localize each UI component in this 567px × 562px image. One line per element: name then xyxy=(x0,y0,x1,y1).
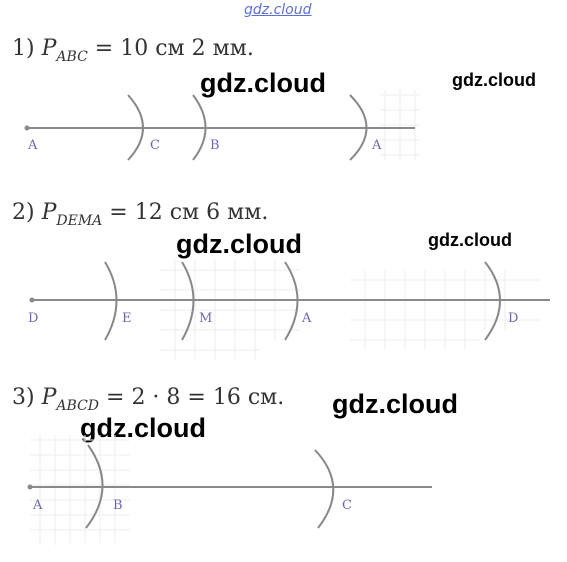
site-watermark-top: gdz.cloud xyxy=(244,2,312,18)
compass-arc xyxy=(192,94,207,161)
compass-arc xyxy=(314,449,335,529)
point-label: B xyxy=(210,138,220,153)
compass-arc xyxy=(484,261,501,341)
point-label: C xyxy=(150,138,160,153)
perimeter-symbol: P xyxy=(41,200,57,225)
problem-1-drawing: A C B A xyxy=(24,94,415,161)
problem-2-equation: = 12 см 6 мм. xyxy=(109,200,269,225)
watermark: gdz.cloud xyxy=(80,413,206,443)
watermark: gdz.cloud xyxy=(428,230,512,250)
point-label: B xyxy=(113,498,123,513)
compass-arc xyxy=(104,261,118,341)
watermark: gdz.cloud xyxy=(452,70,536,90)
problem-1-formula: 1) PABC = 10 см 2 мм. xyxy=(12,36,254,65)
point-label: A xyxy=(371,138,382,153)
point-label: A xyxy=(32,498,43,513)
problem-2-formula: 2) PDEMA = 12 см 6 мм. xyxy=(12,200,268,229)
problem-3-number: 3) xyxy=(12,385,35,410)
problem-2-number: 2) xyxy=(12,200,35,225)
problem-3-drawing: A B C xyxy=(27,444,432,529)
compass-arc xyxy=(349,94,368,161)
watermark: gdz.cloud xyxy=(332,389,458,419)
perimeter-subscript: ABCD xyxy=(56,398,100,414)
problem-3-equation: = 2 · 8 = 16 см. xyxy=(106,385,285,410)
problem-3-formula: 3) PABCD = 2 · 8 = 16 см. xyxy=(12,385,284,414)
compass-arc xyxy=(181,261,195,341)
point-dot xyxy=(27,484,33,490)
problem-1-equation: = 10 см 2 мм. xyxy=(94,36,254,61)
compass-arc xyxy=(284,261,299,341)
watermark: gdz.cloud xyxy=(200,68,326,98)
point-label: E xyxy=(122,311,132,326)
problem-1-number: 1) xyxy=(12,36,35,61)
grid-patches xyxy=(30,90,540,545)
point-label: M xyxy=(199,311,212,326)
point-dot xyxy=(24,125,30,131)
perimeter-subscript: ABC xyxy=(56,49,88,65)
point-label: D xyxy=(28,311,38,326)
compass-arc xyxy=(127,94,144,161)
point-label: A xyxy=(301,311,312,326)
perimeter-symbol: P xyxy=(41,385,57,410)
compass-arc xyxy=(85,444,104,529)
point-label: D xyxy=(508,311,518,326)
point-label: A xyxy=(27,138,38,153)
watermark: gdz.cloud xyxy=(176,229,302,259)
point-label: C xyxy=(342,498,352,513)
perimeter-symbol: P xyxy=(41,36,57,61)
problem-2-drawing: D E M A D xyxy=(28,261,550,341)
perimeter-subscript: DEMA xyxy=(56,213,103,229)
point-dot xyxy=(29,297,35,303)
